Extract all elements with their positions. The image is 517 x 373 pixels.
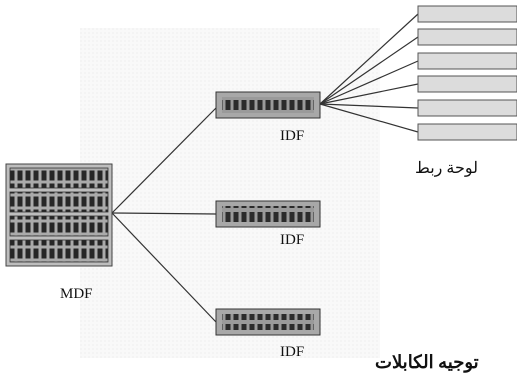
link-idf1-patch-2 — [319, 36, 419, 105]
link-mdf-idf1 — [111, 107, 217, 214]
link-idf1-patch-6 — [319, 103, 419, 133]
patch-panel-label: لوحة ربط — [415, 160, 478, 177]
idf-switch-1 — [215, 91, 321, 119]
patch-panel-2 — [417, 28, 517, 46]
link-idf1-patch-4 — [319, 83, 419, 105]
idf-label-3: IDF — [280, 344, 305, 360]
background-texture — [80, 28, 380, 358]
link-mdf-idf2 — [111, 212, 217, 215]
link-mdf-idf3 — [111, 212, 217, 323]
link-idf1-patch-5 — [319, 103, 419, 109]
idf-switch-3 — [215, 308, 321, 336]
patch-panel-6 — [417, 123, 517, 141]
idf-label-1: IDF — [280, 128, 305, 144]
mdf-label: MDF — [60, 286, 93, 302]
patch-panel-1 — [417, 5, 517, 23]
footer-caption: توجيه الكابلات — [375, 352, 479, 372]
idf-switch-2 — [215, 200, 321, 228]
idf-label-2: IDF — [280, 232, 305, 248]
link-idf1-patch-1 — [319, 13, 419, 105]
link-idf1-patch-3 — [319, 60, 419, 105]
patch-panel-5 — [417, 99, 517, 117]
patch-panels — [417, 5, 517, 141]
patch-panel-4 — [417, 75, 517, 93]
mdf-rack — [5, 163, 113, 267]
patch-panel-3 — [417, 52, 517, 70]
connection-lines — [111, 13, 419, 323]
